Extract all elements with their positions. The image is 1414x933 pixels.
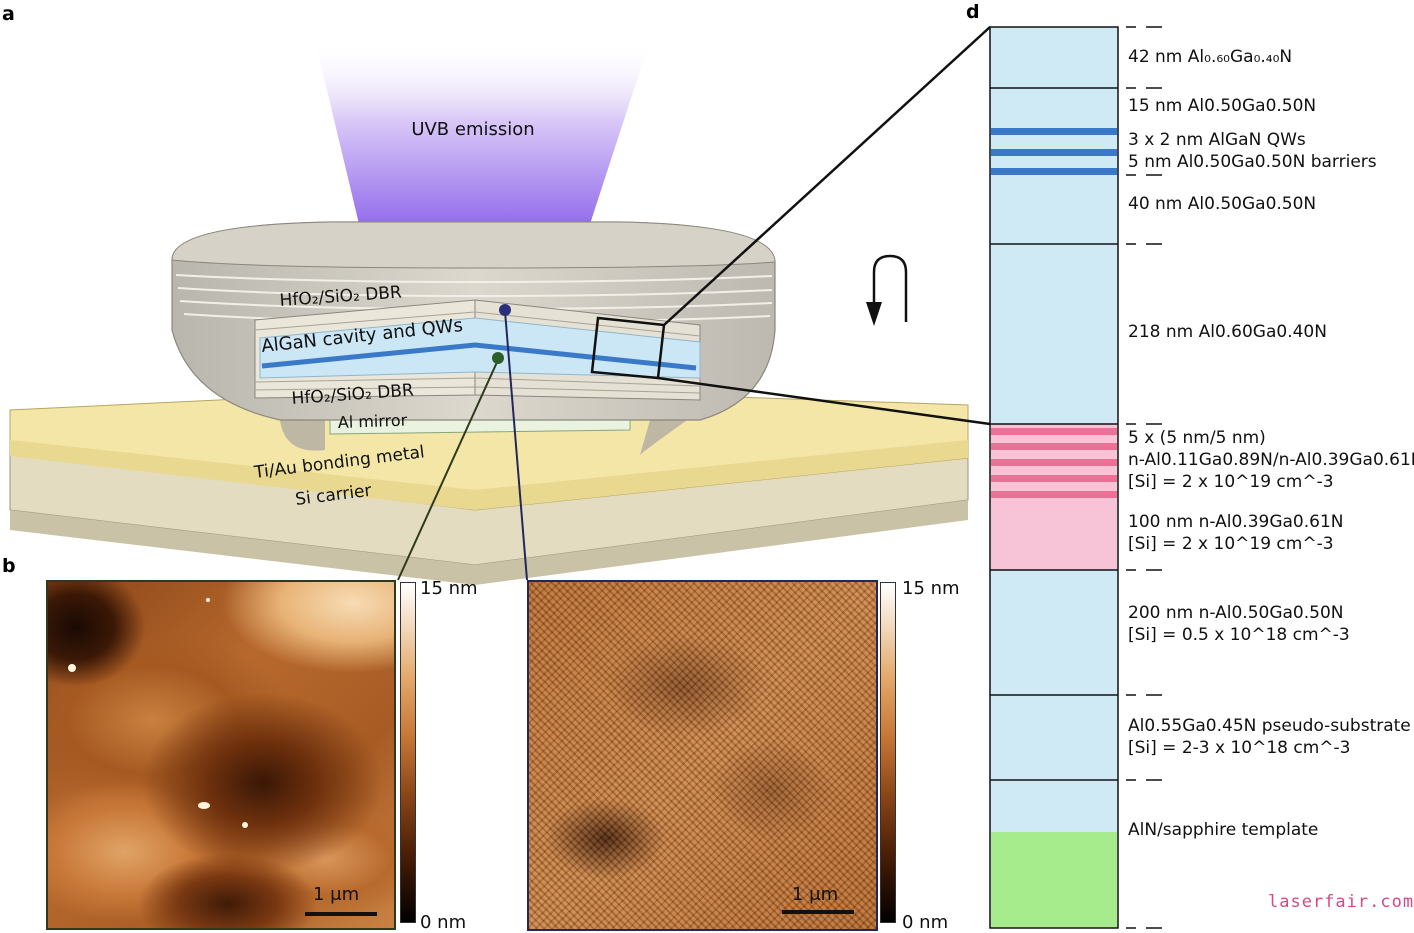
right-post (640, 418, 690, 455)
particle (68, 664, 76, 672)
layer-label-7: 100 nm n-Al0.39Ga0.61N [Si] = 2 x 10^19 … (1128, 511, 1344, 555)
colorbar-b (400, 582, 416, 923)
layer-line: [Si] = 0.5 x 10^18 cm^-3 (1128, 625, 1350, 645)
probe-line-b (397, 359, 499, 581)
left-post (280, 415, 325, 451)
layer-line: [Si] = 2 x 10^19 cm^-3 (1128, 534, 1334, 554)
colorbar-b-min: 0 nm (420, 912, 467, 933)
layer-line: 5 nm Al0.50Ga0.50N barriers (1128, 152, 1377, 172)
probe-marker-b (492, 352, 504, 364)
layer-label-1: 42 nm Al₀.₆₀Ga₀.₄₀N (1128, 46, 1292, 68)
layer-label-9: Al0.55Ga0.45N pseudo-substrate [Si] = 2-… (1128, 715, 1411, 759)
layer-line: 42 nm Al₀.₆₀Ga₀.₄₀N (1128, 47, 1293, 67)
cross-section-layers (254, 311, 701, 394)
layer-label-8: 200 nm n-Al0.50Ga0.50N [Si] = 0.5 x 10^1… (1128, 602, 1350, 646)
scale-label-c: 1 μm (792, 884, 839, 905)
layer-line: [Si] = 2 x 10^19 cm^-3 (1128, 472, 1334, 492)
zoom-line-top (663, 26, 991, 326)
probe-line-c (504, 310, 528, 581)
particle (242, 822, 248, 828)
panel-letter-d: d (966, 1, 980, 23)
qw-stripes (991, 128, 1117, 175)
label-uvb-emission: UVB emission (411, 119, 534, 140)
layer-label-3: 3 x 2 nm AlGaN QWs 5 nm Al0.50Ga0.50N ba… (1128, 129, 1377, 173)
dbr-top-surface (171, 221, 776, 269)
layer-line: 40 nm Al0.50Ga0.50N (1128, 194, 1317, 214)
particle (198, 802, 210, 809)
layer-line: n-Al0.11Ga0.89N/n-Al0.39Ga0.61N (1128, 450, 1414, 470)
superlattice-stripes (991, 428, 1117, 498)
layer-label-4: 40 nm Al0.50Ga0.50N (1128, 193, 1316, 215)
layer-line: 3 x 2 nm AlGaN QWs (1128, 130, 1306, 150)
layer-stack (989, 26, 1162, 929)
scale-bar-c (782, 910, 854, 914)
layer-label-10: AlN/sapphire template (1128, 819, 1318, 841)
layer-line: 15 nm Al0.50Ga0.50N (1128, 96, 1317, 116)
si-carrier-front (10, 500, 968, 585)
bonding-metal-edge (10, 440, 968, 510)
layer-line: 200 nm n-Al0.50Ga0.50N (1128, 603, 1344, 623)
sapphire-region (991, 832, 1117, 927)
rotation-arrow (872, 254, 908, 322)
watermark: laserfair.com (1268, 892, 1414, 912)
uvb-beam (315, 40, 650, 270)
afm-image-c (527, 580, 878, 931)
panel-letter-b: b (2, 555, 16, 577)
particle (206, 598, 210, 602)
label-al-mirror: Al mirror (337, 411, 407, 432)
panel-letter-a: a (2, 3, 15, 25)
layer-label-2: 15 nm Al0.50Ga0.50N (1128, 95, 1316, 117)
scale-bar-b (305, 912, 377, 916)
colorbar-c-max: 15 nm (902, 578, 960, 599)
rotation-arrowhead (866, 302, 882, 326)
layer-label-6: 5 x (5 nm/5 nm) n-Al0.11Ga0.89N/n-Al0.39… (1128, 427, 1414, 493)
layer-line: 218 nm Al0.60Ga0.40N (1128, 322, 1327, 342)
colorbar-c (880, 582, 896, 923)
layer-line: Al0.55Ga0.45N pseudo-substrate (1128, 716, 1411, 736)
layer-line: AlN/sapphire template (1128, 820, 1319, 840)
scale-label-b: 1 μm (313, 884, 360, 905)
layer-boundaries (990, 87, 1118, 781)
layer-line: 100 nm n-Al0.39Ga0.61N (1128, 512, 1344, 532)
boundary-ticks (1126, 26, 1162, 929)
layer-line: 5 x (5 nm/5 nm) (1128, 428, 1266, 448)
zoom-line-bottom (657, 376, 991, 426)
colorbar-b-max: 15 nm (420, 578, 478, 599)
afm-image-b (46, 580, 396, 930)
layer-label-5: 218 nm Al0.60Ga0.40N (1128, 321, 1327, 343)
layer-line: [Si] = 2-3 x 10^18 cm^-3 (1128, 738, 1351, 758)
probe-marker-c (499, 304, 511, 316)
quantum-well-line (261, 342, 697, 371)
colorbar-c-min: 0 nm (902, 912, 949, 933)
device-schematic: UVB emission HfO₂/SiO₂ DBR AlGaN cavity … (9, 26, 991, 585)
